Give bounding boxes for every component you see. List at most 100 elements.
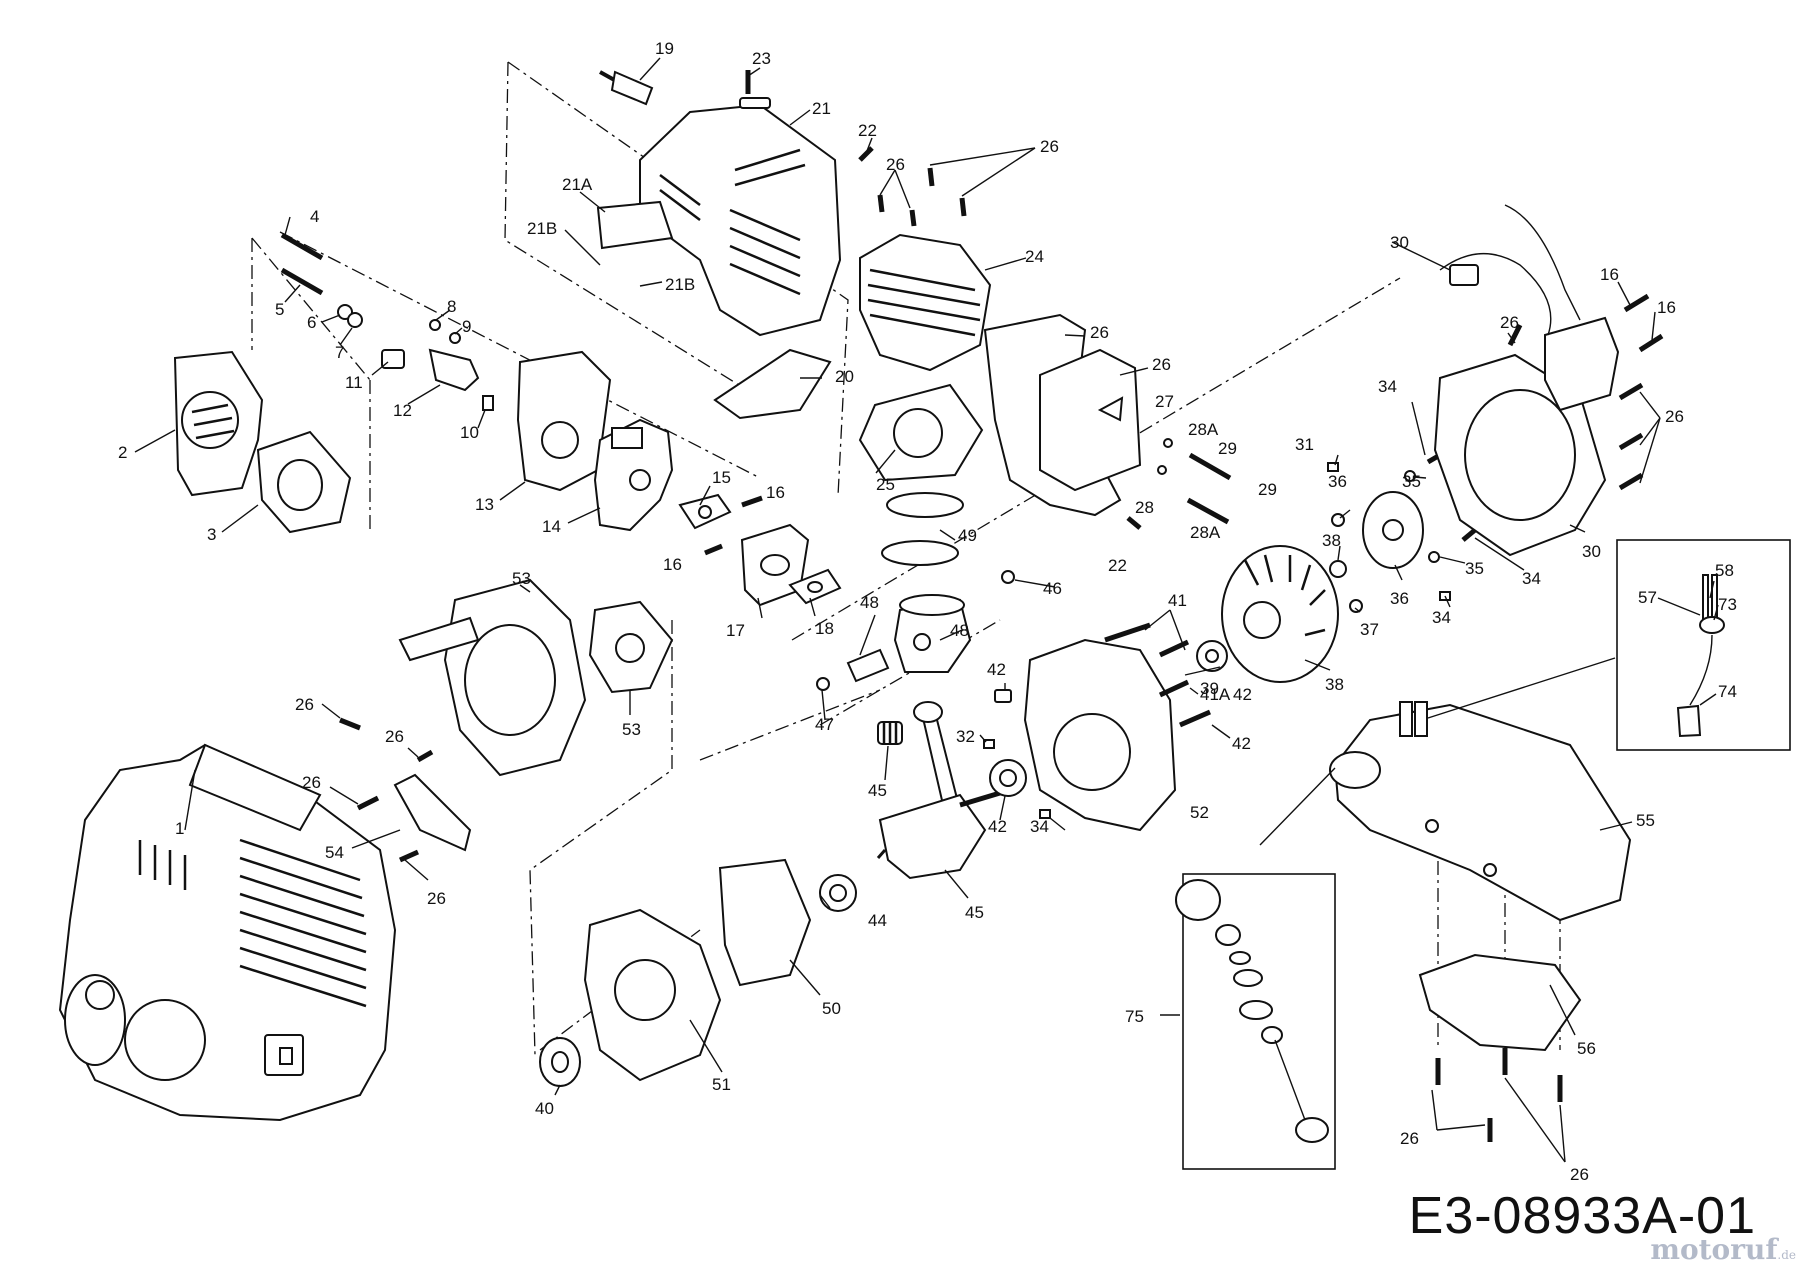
callout: 37 (1360, 620, 1379, 639)
callout: 20 (835, 367, 854, 386)
callout: 41 (1168, 591, 1187, 610)
callout-labels: 1 2 3 4 5 6 7 8 9 10 11 12 13 14 15 16 1… (118, 39, 1737, 1184)
callout: 53 (622, 720, 641, 739)
callout: 42 (1232, 734, 1251, 753)
callout: 29 (1258, 480, 1277, 499)
callout: 21 (812, 99, 831, 118)
callout: 2 (118, 443, 127, 462)
callout: 22 (1108, 556, 1127, 575)
callout: 26 (295, 695, 314, 714)
watermark-logo: motoruf.de (1650, 1233, 1796, 1266)
callout: 26 (1500, 313, 1519, 332)
piston (893, 594, 972, 673)
callout: 12 (393, 401, 412, 420)
recoil-starter (398, 578, 587, 777)
callout: 13 (475, 495, 494, 514)
callout: 45 (965, 903, 984, 922)
callout: 21B (665, 275, 695, 294)
callout: 51 (712, 1075, 731, 1094)
callout: 15 (712, 468, 731, 487)
spark-plug (599, 70, 654, 106)
callout: 34 (1432, 608, 1451, 627)
callout: 54 (325, 843, 344, 862)
callout: 39 (1200, 679, 1219, 698)
piston-ring (881, 540, 959, 566)
fuel-tank (1329, 701, 1632, 922)
callout: 26 (1400, 1129, 1419, 1148)
callout: 26 (1570, 1165, 1589, 1184)
callout: 52 (1190, 803, 1209, 822)
cylinder (859, 233, 992, 372)
callout: 38 (1325, 675, 1344, 694)
watermark-suffix: .de (1777, 1248, 1796, 1262)
callout: 5 (275, 300, 284, 319)
callout: 50 (822, 999, 841, 1018)
callout: 55 (1636, 811, 1655, 830)
callout: 26 (1665, 407, 1684, 426)
callout: 34 (1378, 377, 1397, 396)
leader-lines (134, 57, 1719, 1163)
callout: 16 (663, 555, 682, 574)
callout: 8 (447, 297, 456, 316)
callout: 26 (427, 889, 446, 908)
callout: 30 (1390, 233, 1409, 252)
callout: 4 (310, 207, 319, 226)
callout: 74 (1718, 682, 1737, 701)
callout: 14 (542, 517, 561, 536)
callout: 73 (1718, 595, 1737, 614)
callout: 26 (385, 727, 404, 746)
callout: 6 (307, 313, 316, 332)
callout: 26 (1090, 323, 1109, 342)
callout: 23 (752, 49, 771, 68)
callout: 26 (1040, 137, 1059, 156)
air-filter-base (516, 350, 612, 492)
small-block (381, 349, 405, 369)
callout: 27 (1155, 392, 1174, 411)
callout: 38 (1322, 531, 1341, 550)
callout: 32 (956, 727, 975, 746)
callout: 18 (815, 619, 834, 638)
callout: 30 (1582, 542, 1601, 561)
callout: 10 (460, 423, 479, 442)
crankshaft (876, 701, 1011, 880)
callout: 57 (1638, 588, 1657, 607)
callout: 49 (958, 526, 977, 545)
cylinder-cover (639, 103, 842, 337)
callout: 75 (1125, 1007, 1144, 1026)
callout: 46 (1043, 579, 1062, 598)
callout: 53 (512, 569, 531, 588)
watermark-text: motoruf (1650, 1233, 1778, 1266)
part-sketches (58, 70, 1791, 1170)
callout: 40 (535, 1099, 554, 1118)
ignition-coil (1439, 204, 1620, 412)
callout: 17 (726, 621, 745, 640)
callout: 36 (1390, 589, 1409, 608)
clutch (1362, 491, 1424, 569)
callout: 48 (860, 593, 879, 612)
callout: 28A (1188, 420, 1219, 439)
callout: 3 (207, 525, 216, 544)
crankcase-half (583, 908, 722, 1082)
muffler (1039, 348, 1142, 492)
callout: 9 (462, 317, 471, 336)
callout: 19 (655, 39, 674, 58)
callout: 35 (1465, 559, 1484, 578)
callout: 48 (950, 621, 969, 640)
callout: 36 (1328, 472, 1347, 491)
crankcase-half (1023, 638, 1177, 832)
callout: 56 (1577, 1039, 1596, 1058)
callout: 41A (1200, 685, 1231, 704)
flywheel (1221, 545, 1339, 683)
fuel-line-inset (1616, 539, 1791, 751)
callout: 35 (1402, 472, 1421, 491)
callout: 1 (175, 819, 184, 838)
piston-ring (886, 492, 964, 518)
callout: 24 (1025, 247, 1044, 266)
callout: 28A (1190, 523, 1221, 542)
callout: 34 (1030, 817, 1049, 836)
callout: 22 (858, 121, 877, 140)
callout: 31 (1295, 435, 1314, 454)
callout: 34 (1522, 569, 1541, 588)
callout: 21A (562, 175, 593, 194)
callout: 7 (335, 343, 344, 362)
